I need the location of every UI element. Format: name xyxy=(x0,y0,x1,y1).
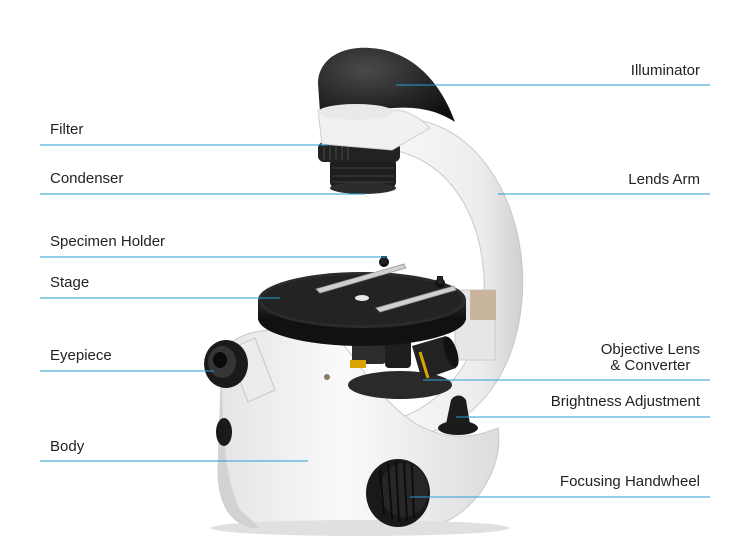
specimen-holder-shape xyxy=(315,256,457,313)
objective-lens-shape xyxy=(412,336,459,380)
label-body: Body xyxy=(50,438,85,455)
label-condenser: Condenser xyxy=(50,170,124,187)
microscope-illustration xyxy=(204,47,524,536)
label-specimen-holder: Specimen Holder xyxy=(50,233,166,250)
label-focusing-handwheel: Focusing Handwheel xyxy=(559,473,700,490)
condenser-shape xyxy=(330,158,396,194)
label-lens-arm: Lends Arm xyxy=(628,171,700,188)
label-objective-lens: Objective Lens & Converter xyxy=(601,342,700,374)
label-objective-line2: & Converter xyxy=(610,357,691,374)
label-brightness-adjustment: Brightness Adjustment xyxy=(550,393,700,410)
leader-lines xyxy=(40,84,710,498)
objective-turret xyxy=(348,371,452,399)
stage-shape xyxy=(258,272,466,346)
label-objective-line1: Objective Lens xyxy=(600,341,700,358)
focusing-handwheel-shape xyxy=(366,459,430,527)
label-stage: Stage xyxy=(50,274,90,291)
illuminator-shape xyxy=(317,47,455,151)
label-illuminator: Illuminator xyxy=(630,62,700,79)
label-eyepiece: Eyepiece xyxy=(50,347,112,364)
label-filter: Filter xyxy=(50,121,84,138)
